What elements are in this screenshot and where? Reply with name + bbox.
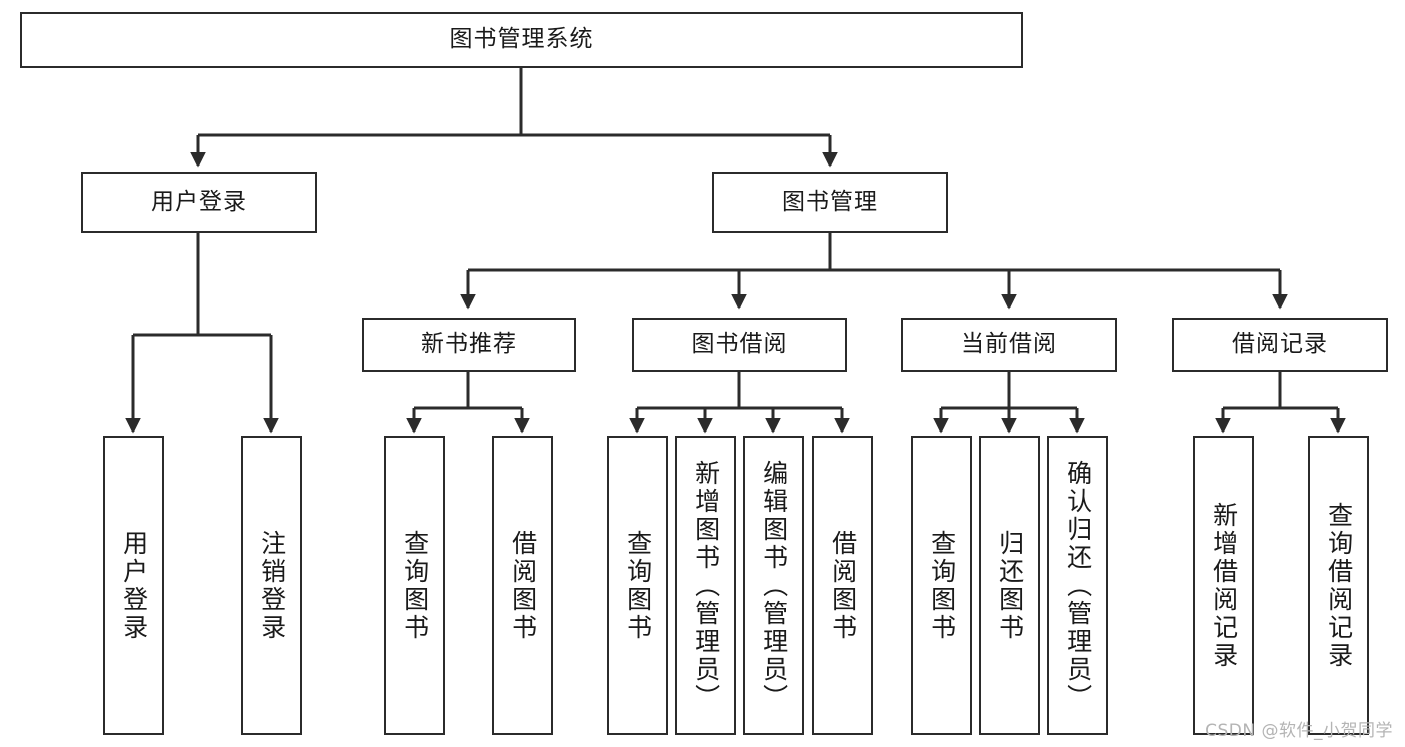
node-leaf-query-record[interactable]: 查询借阅记录 [1308,436,1369,735]
node-new-book-recommend[interactable]: 新书推荐 [362,318,576,372]
node-leaf-query-book-b-label: 查询图书 [623,529,653,642]
node-leaf-logout[interactable]: 注销登录 [241,436,302,735]
node-root-system-label: 图书管理系统 [449,26,594,53]
node-root-system[interactable]: 图书管理系统 [20,12,1023,68]
node-leaf-logout-label: 注销登录 [257,529,287,642]
node-leaf-edit-book[interactable]: 编辑图书（管理员） [743,436,804,735]
node-leaf-query-record-label: 查询借阅记录 [1324,501,1354,670]
node-leaf-add-record[interactable]: 新增借阅记录 [1193,436,1254,735]
node-leaf-return-book-label: 归还图书 [995,529,1025,642]
node-user-login[interactable]: 用户登录 [81,172,317,233]
node-leaf-query-book-a[interactable]: 查询图书 [384,436,445,735]
node-book-borrow-label: 图书借阅 [691,331,788,358]
node-leaf-query-book-c[interactable]: 查询图书 [911,436,972,735]
node-borrow-record[interactable]: 借阅记录 [1172,318,1388,372]
node-leaf-borrow-book-b-label: 借阅图书 [828,529,858,642]
node-leaf-query-book-a-label: 查询图书 [400,529,430,642]
node-book-manage-label: 图书管理 [782,188,878,215]
node-leaf-user-login[interactable]: 用户登录 [103,436,164,735]
node-new-book-recommend-label: 新书推荐 [421,331,517,358]
node-leaf-query-book-c-label: 查询图书 [927,529,957,642]
node-leaf-borrow-book-a-label: 借阅图书 [508,529,538,642]
node-book-borrow[interactable]: 图书借阅 [632,318,847,372]
csdn-watermark: CSDN @软件_小贺同学 [1205,721,1393,741]
node-leaf-add-book[interactable]: 新增图书（管理员） [675,436,736,735]
node-leaf-return-book[interactable]: 归还图书 [979,436,1040,735]
node-leaf-confirm-return[interactable]: 确认归还（管理员） [1047,436,1108,735]
node-current-borrow[interactable]: 当前借阅 [901,318,1117,372]
node-leaf-borrow-book-b[interactable]: 借阅图书 [812,436,873,735]
node-borrow-record-label: 借阅记录 [1232,331,1328,358]
node-user-login-label: 用户登录 [151,188,247,215]
node-leaf-borrow-book-a[interactable]: 借阅图书 [492,436,553,735]
node-leaf-add-record-label: 新增借阅记录 [1209,501,1239,670]
node-leaf-edit-book-label: 编辑图书（管理员） [759,459,789,712]
node-book-manage[interactable]: 图书管理 [712,172,948,233]
node-leaf-add-book-label: 新增图书（管理员） [691,459,721,712]
node-leaf-user-login-label: 用户登录 [119,529,149,642]
node-leaf-query-book-b[interactable]: 查询图书 [607,436,668,735]
node-current-borrow-label: 当前借阅 [961,331,1057,358]
node-leaf-confirm-return-label: 确认归还（管理员） [1063,459,1093,712]
